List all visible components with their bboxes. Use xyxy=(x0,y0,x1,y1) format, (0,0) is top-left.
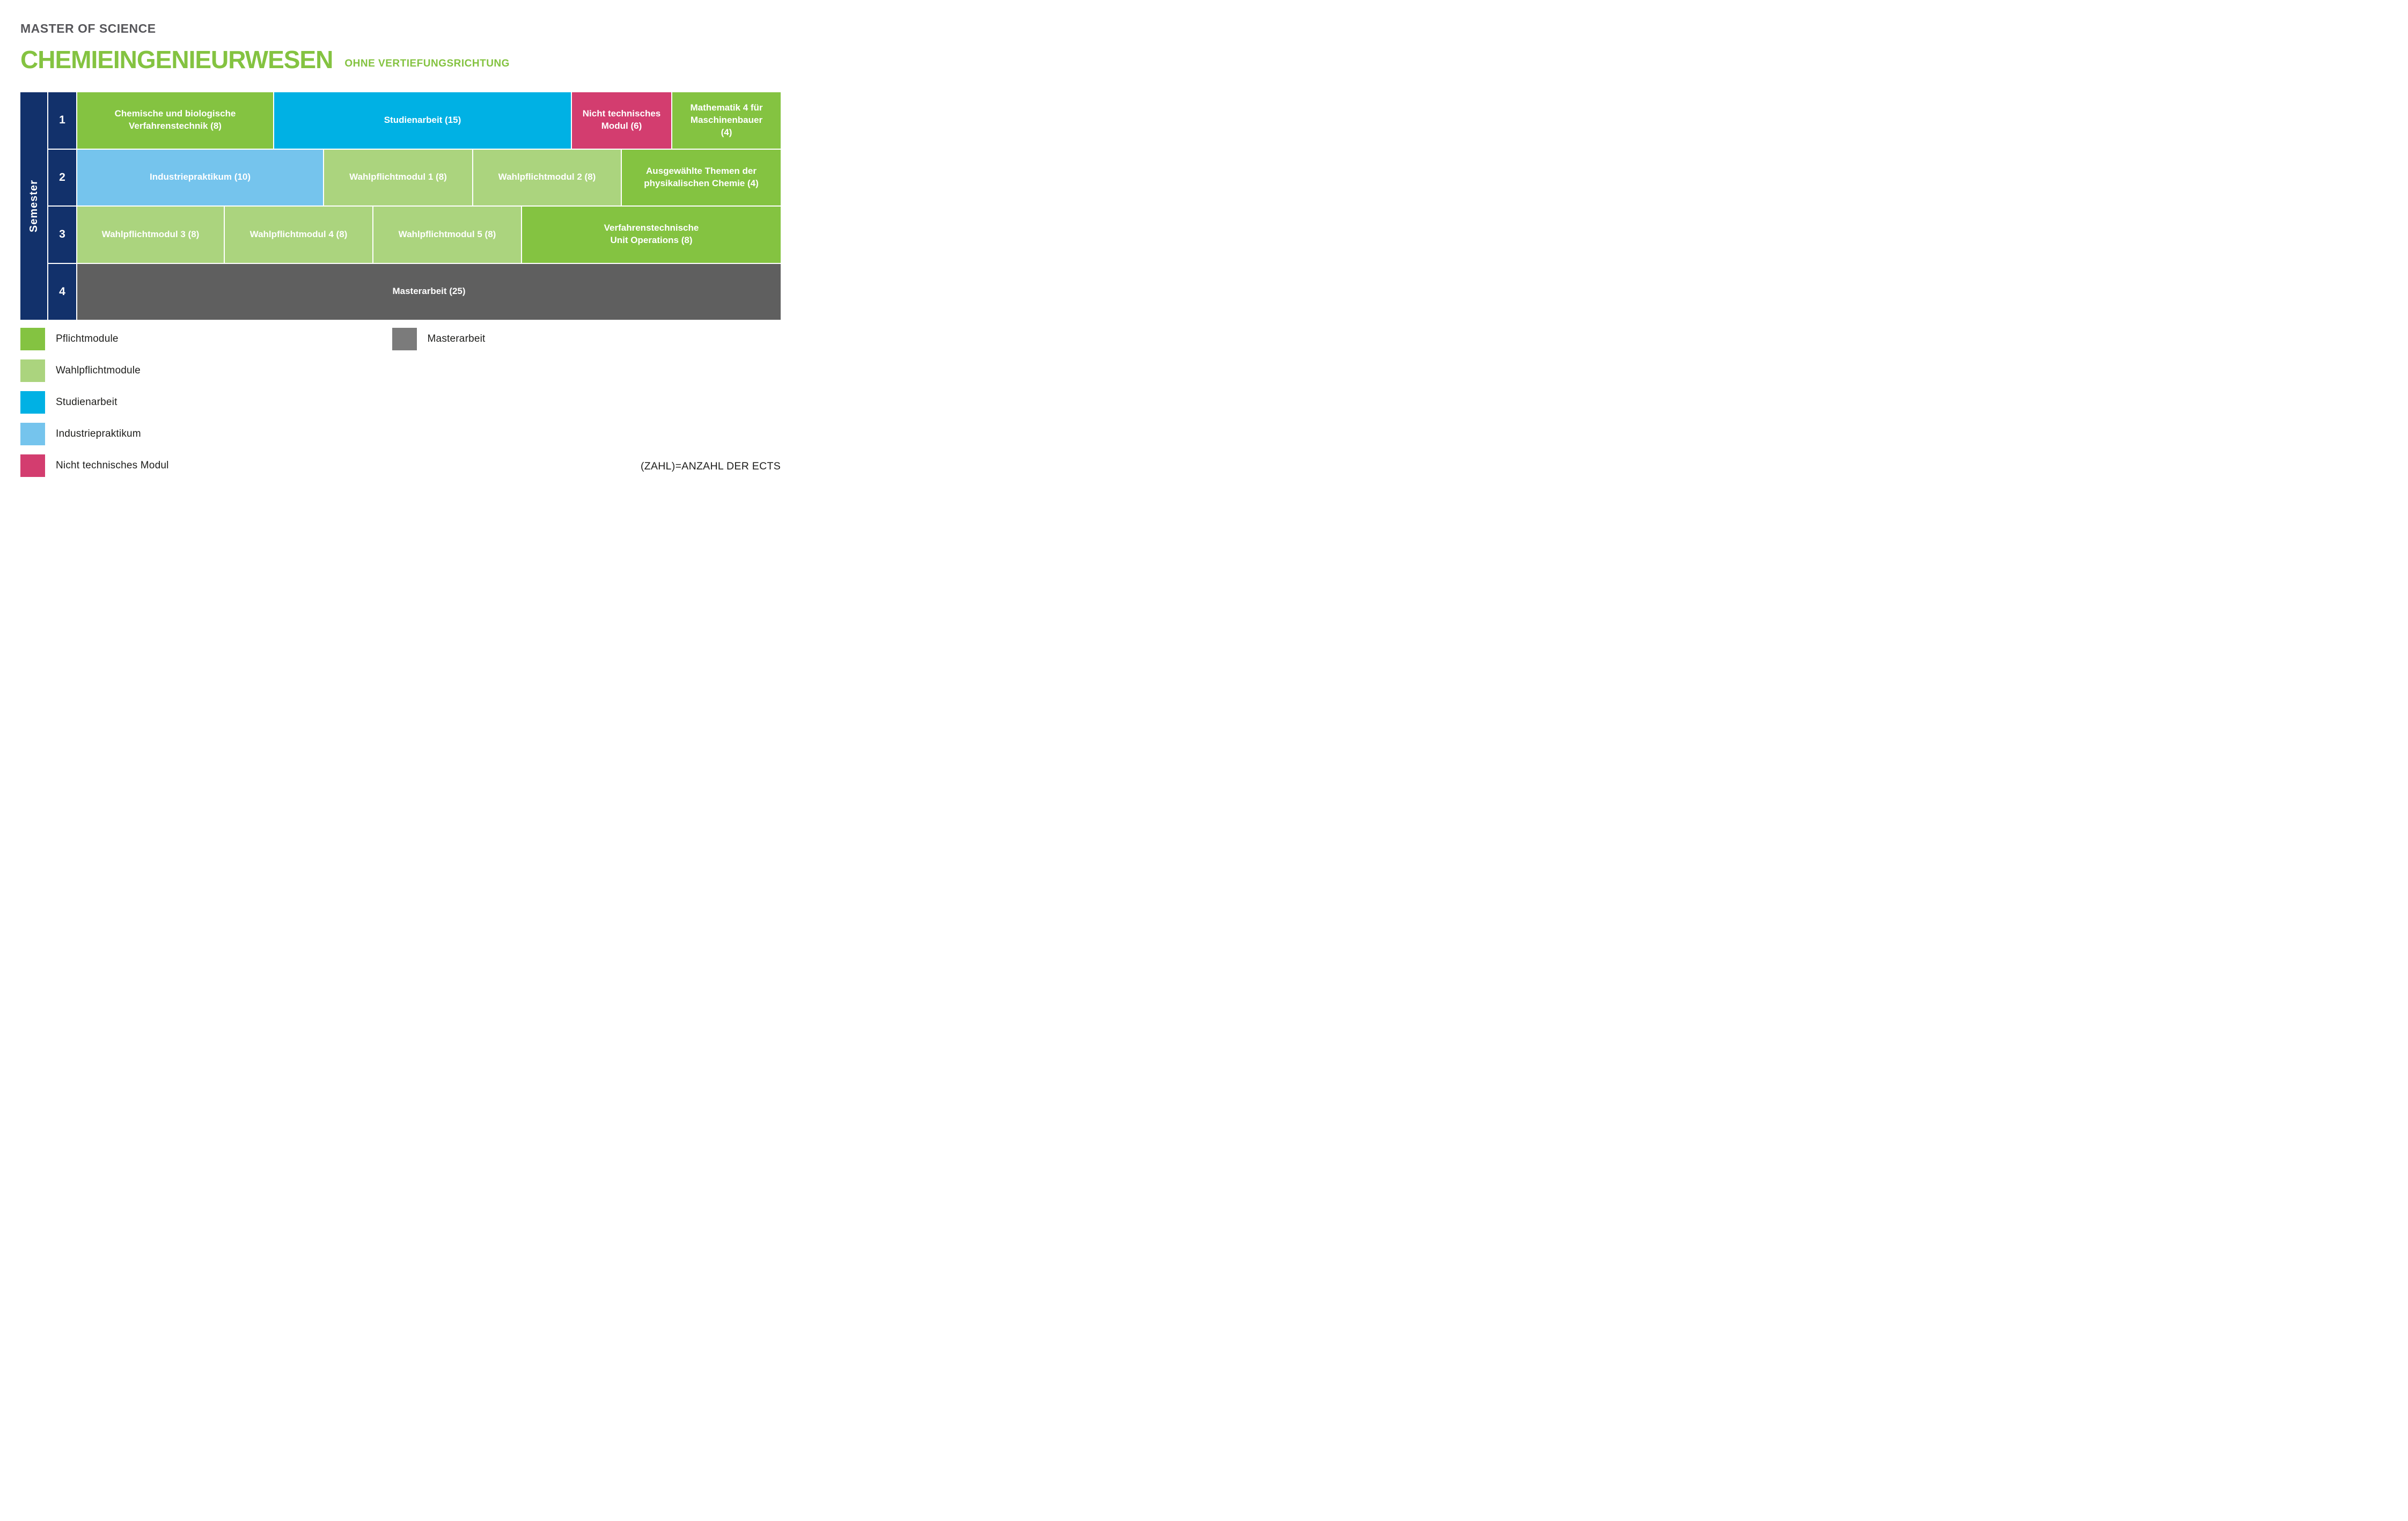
semester-number: 4 xyxy=(48,263,76,320)
semester-number: 1 xyxy=(48,92,76,149)
legend-swatch-nicht_technisch xyxy=(20,454,45,477)
legend-item: Pflichtmodule xyxy=(20,328,169,350)
legend-label: Masterarbeit xyxy=(427,333,486,344)
module-block: Nicht technisches Modul (6) xyxy=(572,92,671,149)
legend-swatch-wahl xyxy=(20,359,45,382)
module-block: Wahlpflichtmodul 2 (8) xyxy=(473,149,621,205)
legend-label: Studienarbeit xyxy=(56,396,118,408)
semester-number: 3 xyxy=(48,207,76,263)
degree-title: MASTER OF SCIENCE xyxy=(20,21,156,35)
program-variant: OHNE VERTIEFUNGSRICHTUNG xyxy=(344,58,510,69)
module-block: Chemische und biologische Verfahrenstech… xyxy=(77,92,273,149)
legend-label: Wahlpflichtmodule xyxy=(56,365,141,376)
legend-item: Masterarbeit xyxy=(392,328,486,350)
legend-item: Wahlpflichtmodule xyxy=(20,359,169,382)
program-title: CHEMIEINGENIEURWESEN xyxy=(20,46,333,74)
module-block: Masterarbeit (25) xyxy=(77,263,781,320)
legend-label: Pflichtmodule xyxy=(56,333,119,344)
legend-item: Studienarbeit xyxy=(20,391,169,414)
legend-label: Nicht technisches Modul xyxy=(56,460,169,471)
semester-number: 2 xyxy=(48,149,76,205)
ects-note: (ZAHL)=ANZAHL DER ECTS xyxy=(640,460,781,472)
module-block: Verfahrenstechnische Unit Operations (8) xyxy=(522,207,781,263)
module-block: Wahlpflichtmodul 3 (8) xyxy=(77,207,224,263)
legend-label: Industriepraktikum xyxy=(56,428,141,439)
semester-axis: Semester xyxy=(20,92,47,320)
legend-swatch-masterarbeit_legend xyxy=(392,328,417,350)
module-block: Wahlpflichtmodul 4 (8) xyxy=(225,207,372,263)
legend-swatch-studienarbeit xyxy=(20,391,45,414)
legend-column: Masterarbeit xyxy=(392,328,486,359)
legend-swatch-pflicht xyxy=(20,328,45,350)
curriculum-page: MASTER OF SCIENCE CHEMIEINGENIEURWESEN O… xyxy=(0,0,803,507)
module-block: Wahlpflichtmodul 5 (8) xyxy=(373,207,521,263)
legend-item: Nicht technisches Modul xyxy=(20,454,169,477)
semester-axis-label: Semester xyxy=(27,179,40,233)
program-title-line: CHEMIEINGENIEURWESEN OHNE VERTIEFUNGSRIC… xyxy=(20,46,510,74)
module-block: Mathematik 4 für Maschinenbauer (4) xyxy=(672,92,781,149)
module-block: Wahlpflichtmodul 1 (8) xyxy=(324,149,472,205)
module-block: Studienarbeit (15) xyxy=(274,92,571,149)
module-block: Industriepraktikum (10) xyxy=(77,149,323,205)
legend-swatch-industriepraktikum xyxy=(20,423,45,445)
module-block: Ausgewählte Themen der physikalischen Ch… xyxy=(622,149,781,205)
legend-item: Industriepraktikum xyxy=(20,423,169,445)
